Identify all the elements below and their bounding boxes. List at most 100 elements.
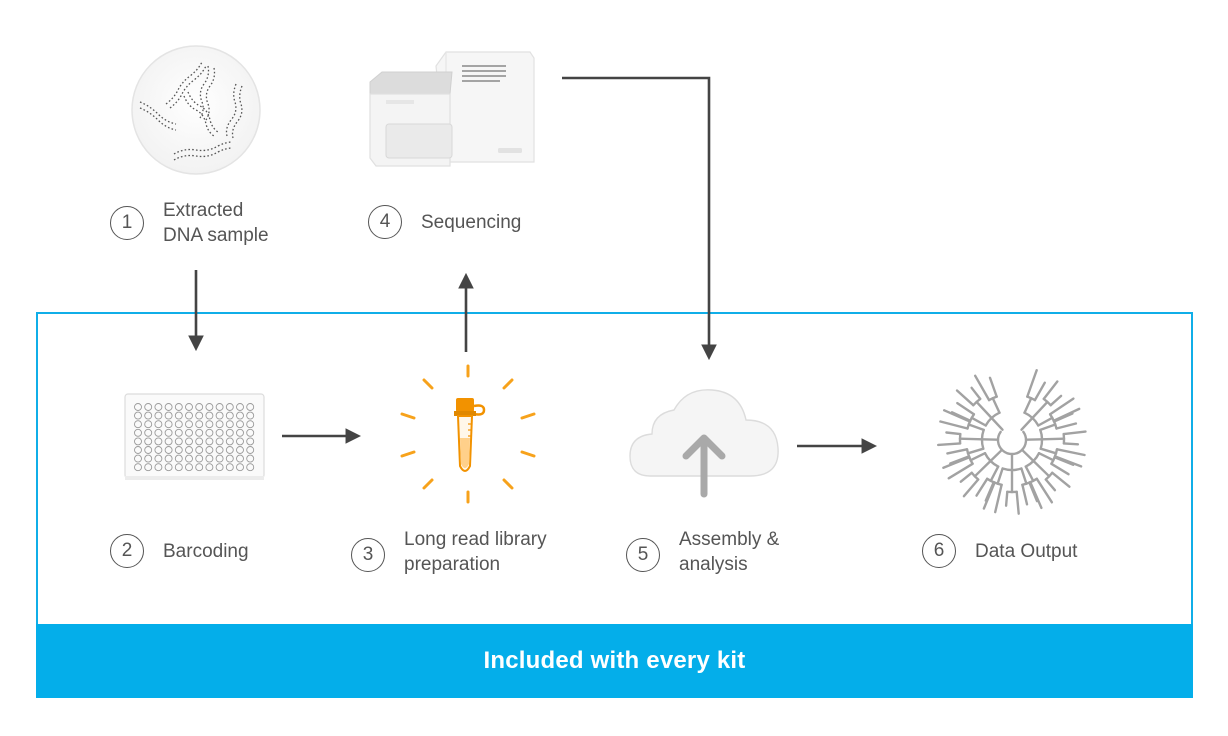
tree-branch [1039,423,1057,432]
phylogenetic-tree-icon [937,369,1087,515]
tree-branch [956,401,976,416]
plate-well [164,428,173,437]
tree-branch [990,416,1004,431]
tree-branch [942,456,971,469]
plate-well [164,403,173,411]
plate-well [134,454,142,463]
plate-well [154,446,163,454]
tree-branch [1004,490,1009,507]
tree-branch [975,477,989,497]
tree-branch [1040,437,1066,441]
plate-well [195,437,204,446]
tree-branch [947,462,974,480]
plate-well [236,437,244,446]
plate-well [134,428,142,437]
plate-well [246,463,255,472]
dna-sample-dish-icon [131,45,261,175]
plate-well [154,454,163,463]
tree-branch [1055,448,1086,457]
plate-well [215,446,224,454]
plate-well [246,411,255,420]
plate-well [185,403,193,411]
tree-branch [994,483,1003,514]
tree-branch [1037,416,1054,427]
plate-well [215,437,224,446]
tree-branch [1029,481,1043,510]
step-1-label-line-2: DNA sample [163,225,269,246]
tree-branch [1032,459,1051,478]
plate-well [205,446,214,454]
plate-well [215,420,224,429]
plate-well [225,454,234,463]
plate-well [205,411,214,420]
tree-branch [973,459,992,478]
plate-well [164,463,173,472]
plate-well [225,428,234,437]
tree-branch [1052,407,1081,422]
step-5-number: 5 [626,538,660,572]
tree-branch [1062,442,1080,446]
cloud-upload-icon [629,389,779,498]
tree-branch [970,386,982,401]
plate-well [144,454,153,463]
step-5-label-line-1: Assembly & [679,529,780,550]
step-4-number: 4 [368,205,402,239]
plate-well [174,454,183,463]
plate-well [215,454,224,463]
tree-branch [1023,397,1033,414]
plate-well [195,446,204,454]
tree-branch [1053,455,1083,468]
step-4-label-line-1: Sequencing [421,211,522,233]
tree-branch [1050,462,1070,476]
step-6-label: Data Output [975,539,1077,564]
plate-well [246,403,255,411]
plate-well [236,454,244,463]
tree-branch [996,467,1004,485]
tree-branch [982,481,996,510]
plate-well [154,403,163,411]
tree-branch [1048,397,1075,416]
plate-well [164,411,173,420]
tree-branch [955,389,975,407]
plate-well [154,411,163,420]
tree-branch [1020,467,1028,485]
plate-well [205,428,214,437]
step-5-label-line-2: analysis [679,554,748,575]
plate-well [174,428,183,437]
tree-branch [989,465,1000,482]
plate-well [205,420,214,429]
plate-well [225,420,234,429]
plate-well [134,411,142,420]
step-3-label: Long read library preparation [404,527,547,577]
tree-branch [1024,465,1035,482]
kit-banner-text: Included with every kit [483,647,746,674]
tree-branch [991,397,1001,414]
barcoding-plate-icon [124,393,265,480]
tree-branch [1037,452,1055,462]
plate-well [225,463,234,472]
plate-well [225,403,234,411]
tree-branch [1020,416,1034,431]
plate-well [164,437,173,446]
step-3: 3 Long read library preparation [351,527,547,577]
plate-well [195,403,204,411]
tree-branch [1035,477,1054,504]
tree-branch [1026,369,1038,398]
plate-well [144,437,153,446]
plate-well [246,420,255,429]
tree-branch [939,420,969,430]
plate-well [215,463,224,472]
step-6-label-line-1: Data Output [975,540,1078,562]
plate-well [144,463,153,472]
plate-well [246,437,255,446]
plate-well [185,463,193,472]
plate-well [225,411,234,420]
plate-well [134,446,142,454]
plate-well [246,446,255,454]
step-3-label-line-1: Long read library [404,529,547,550]
step-5-label: Assembly & analysis [679,527,779,577]
plate-well [164,454,173,463]
plate-well [154,420,163,429]
tree-branch [970,416,987,427]
